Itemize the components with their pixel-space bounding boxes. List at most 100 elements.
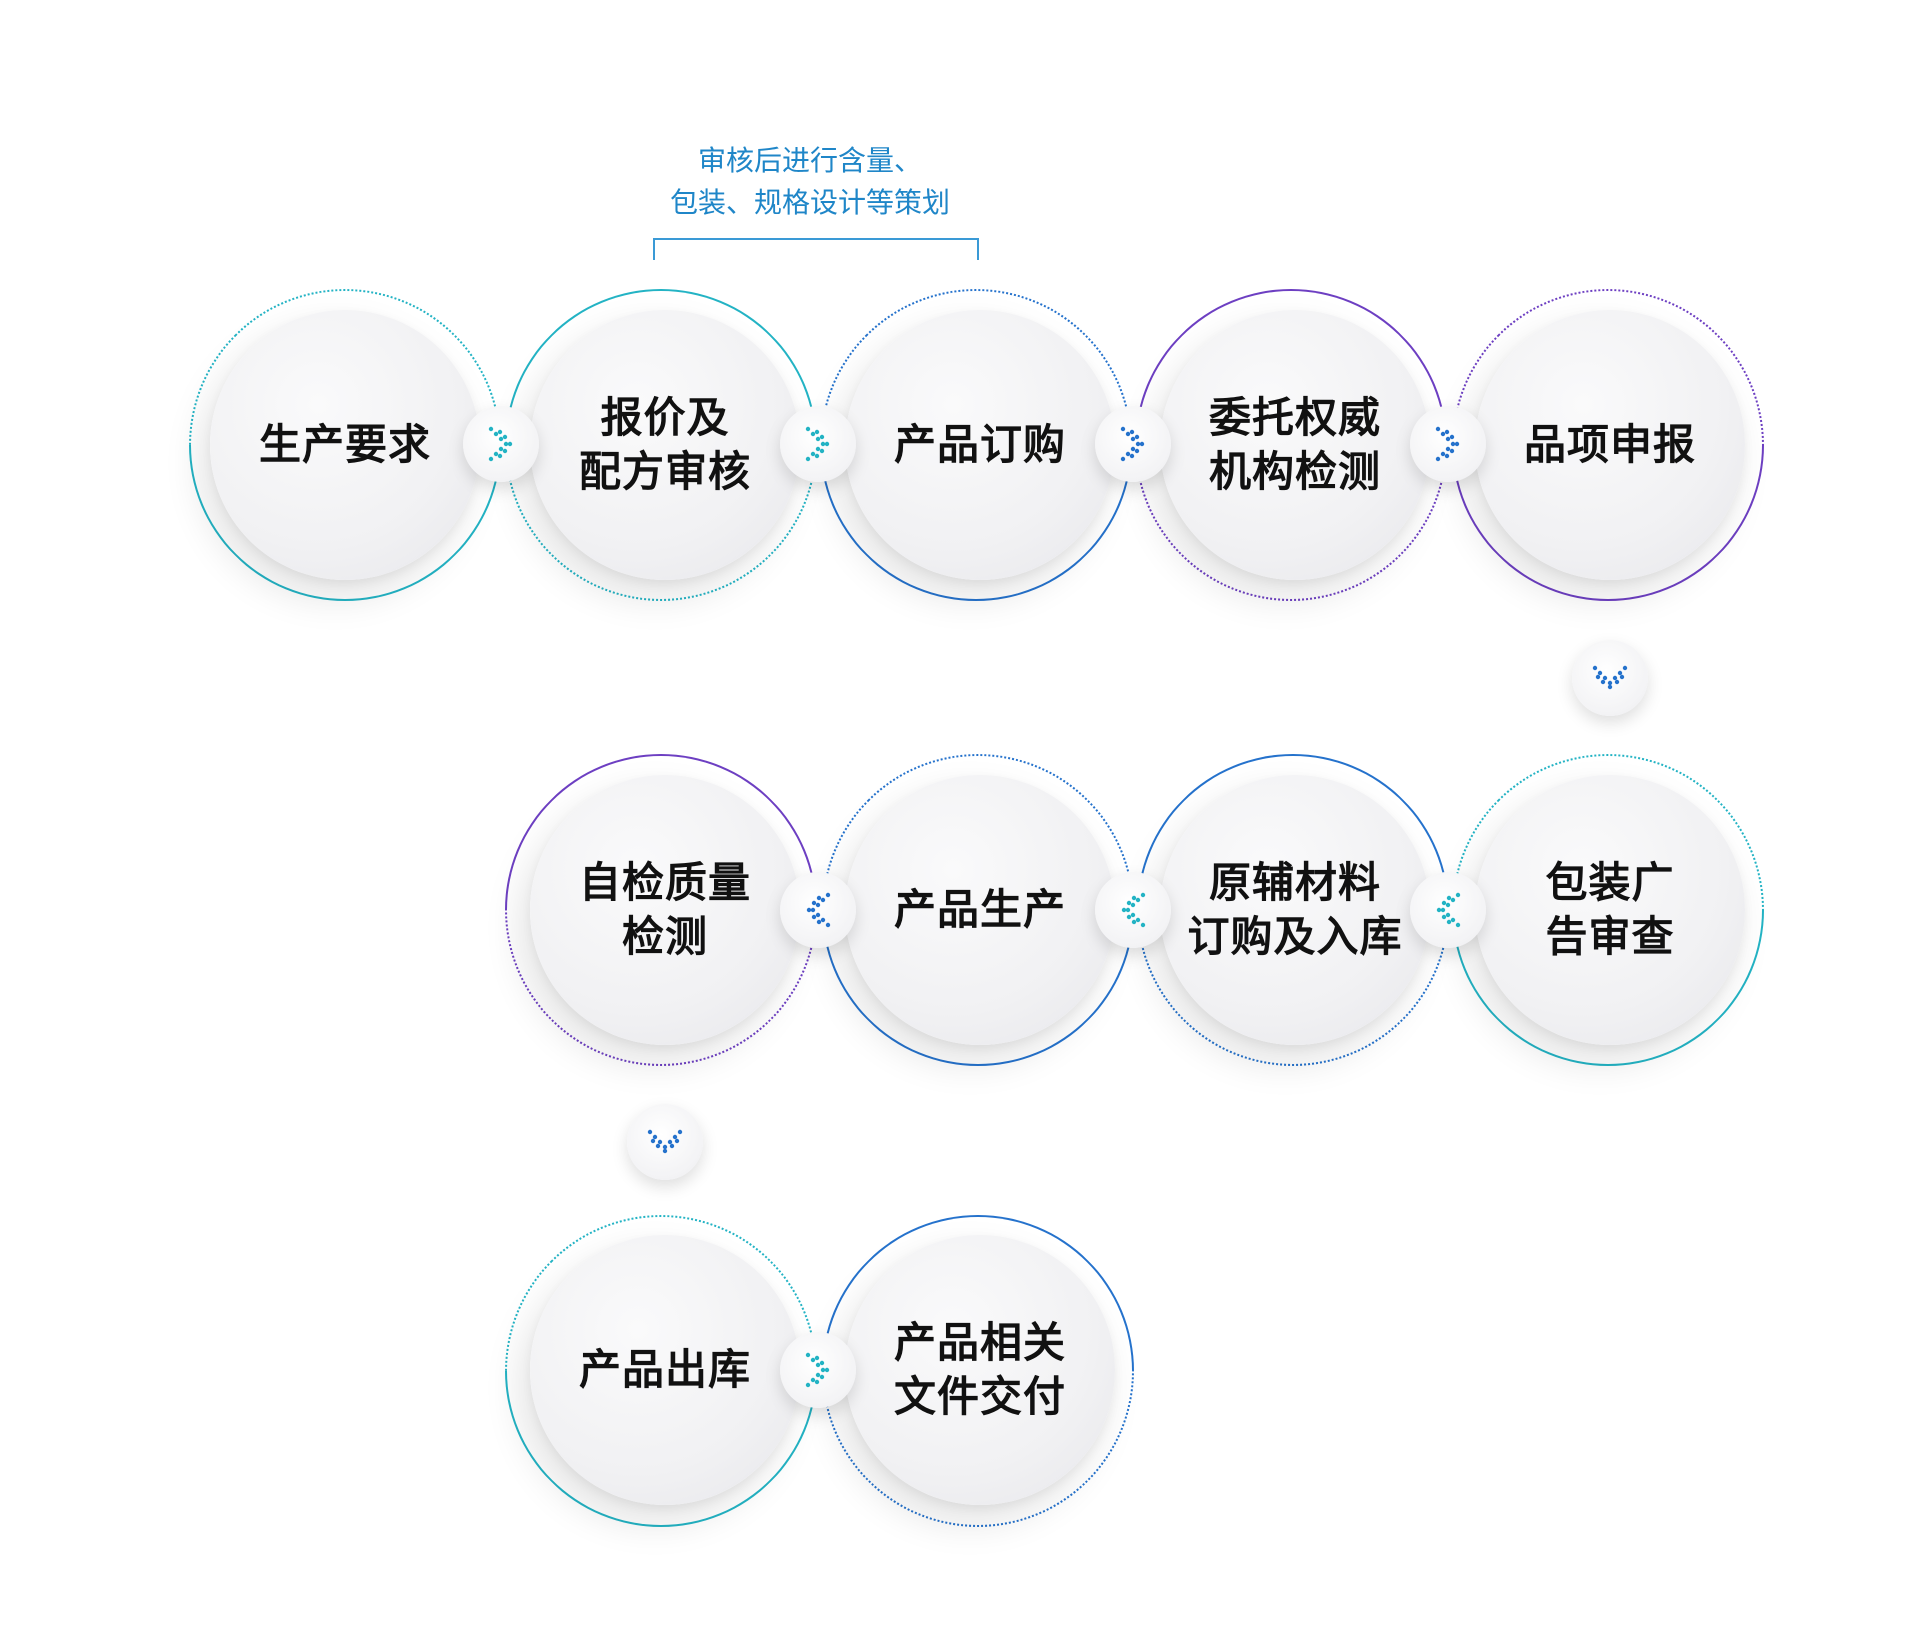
chevron-dot (815, 1362, 821, 1368)
arrow-right-icon (1410, 406, 1486, 482)
chevron-dot (815, 436, 821, 442)
step-circle-5: 品项申报 (1475, 310, 1745, 580)
step-circle-11: 产品相关 文件交付 (845, 1235, 1115, 1505)
chevron-dot (1130, 912, 1136, 918)
chevron-dot (1622, 665, 1628, 671)
step-circle-8: 产品生产 (845, 775, 1115, 1045)
chevron-dot (814, 1355, 820, 1361)
chevron-dot (814, 429, 820, 435)
chevron-dot (1445, 912, 1451, 918)
chevron-dots (1436, 892, 1461, 928)
chevron-dot (1135, 917, 1141, 923)
chevron-dot (1450, 917, 1456, 923)
chevron-dots (488, 426, 513, 462)
chevron-dot (1455, 922, 1461, 928)
chevron-dot (674, 1138, 680, 1144)
chevron-dot (1435, 426, 1441, 432)
chevron-dot (1450, 441, 1456, 447)
chevron-dot (1454, 441, 1460, 447)
chevron-dot (647, 1129, 653, 1135)
step-label: 委托权威 机构检测 (1208, 393, 1381, 496)
chevron-dot (1602, 675, 1608, 681)
chevron-dot (672, 1134, 678, 1140)
chevron-dot (1129, 429, 1135, 435)
chevron-dot (488, 426, 494, 432)
chevron-dot (667, 1139, 673, 1145)
chevron-dot (1614, 679, 1620, 685)
chevron-dot (1445, 902, 1451, 908)
chevron-dot (1140, 892, 1146, 898)
chevron-dots (805, 1352, 830, 1388)
step-label: 生产要求 (258, 420, 431, 469)
chevron-dot (1612, 675, 1618, 681)
arrow-right-icon (780, 1332, 856, 1408)
chevron-dot (806, 907, 812, 913)
chevron-dot (1126, 914, 1132, 920)
chevron-dot (820, 897, 826, 903)
chevron-dot (655, 1143, 661, 1149)
chevron-dot (1440, 907, 1446, 913)
annotation-bracket (653, 238, 979, 260)
chevron-dot (1441, 900, 1447, 906)
step-circle-3: 产品订购 (845, 310, 1115, 580)
chevron-dot (1607, 680, 1613, 686)
chevron-dot (503, 441, 509, 447)
step-circle-9: 自检质量 检测 (530, 775, 800, 1045)
chevron-dot (657, 1139, 663, 1145)
chevron-dot (814, 1379, 820, 1385)
chevron-dot (498, 446, 504, 452)
chevron-dot (650, 1138, 656, 1144)
chevron-dot (1140, 922, 1146, 928)
step-circle-10: 产品出库 (530, 1235, 800, 1505)
chevron-dots (806, 892, 831, 928)
chevron-dot (1120, 456, 1126, 462)
chevron-dot (1130, 446, 1136, 452)
chevron-dot (677, 1129, 683, 1135)
chevron-dot (669, 1143, 675, 1149)
chevron-dot (820, 1367, 826, 1373)
step-circle-4: 委托权威 机构检测 (1160, 310, 1430, 580)
chevron-dots (1435, 426, 1460, 462)
chevron-dot (507, 441, 513, 447)
chevron-dot (1449, 448, 1455, 454)
chevron-dot (819, 434, 825, 440)
chevron-dot (815, 902, 821, 908)
chevron-dot (1455, 892, 1461, 898)
chevron-dot (488, 456, 494, 462)
chevron-dot (1131, 895, 1137, 901)
chevron-dots (1121, 892, 1146, 928)
chevron-dot (815, 446, 821, 452)
chevron-dot (819, 1360, 825, 1366)
chevron-dot (810, 451, 816, 457)
chevron-dots (1120, 426, 1145, 462)
chevron-dot (1139, 441, 1145, 447)
chevron-dot (1130, 902, 1136, 908)
arrow-right-icon (1095, 406, 1171, 482)
chevron-dot (815, 912, 821, 918)
chevron-dot (805, 426, 811, 432)
arrow-left-icon (1410, 872, 1486, 948)
chevron-dot (1619, 674, 1625, 680)
step-label: 自检质量 检测 (578, 858, 751, 961)
chevron-dot (810, 1357, 816, 1363)
chevron-dot (1436, 907, 1442, 913)
chevron-dot (1120, 426, 1126, 432)
chevron-dot (1600, 679, 1606, 685)
chevron-dot (1446, 895, 1452, 901)
chevron-dot (502, 448, 508, 454)
chevron-dot (1135, 897, 1141, 903)
chevron-dot (1435, 456, 1441, 462)
chevron-dot (1595, 674, 1601, 680)
chevron-dot (824, 1367, 830, 1373)
arrow-down-icon (1572, 640, 1648, 716)
chevron-dot (1126, 900, 1132, 906)
chevron-dot (1446, 919, 1452, 925)
step-label: 产品订购 (893, 420, 1066, 469)
arrow-right-icon (463, 406, 539, 482)
chevron-dots (1592, 665, 1628, 690)
chevron-dot (1592, 665, 1598, 671)
step-circle-6: 包装广 告审查 (1475, 775, 1745, 1045)
chevron-dot (1607, 684, 1613, 690)
chevron-dot (819, 448, 825, 454)
chevron-dot (825, 922, 831, 928)
